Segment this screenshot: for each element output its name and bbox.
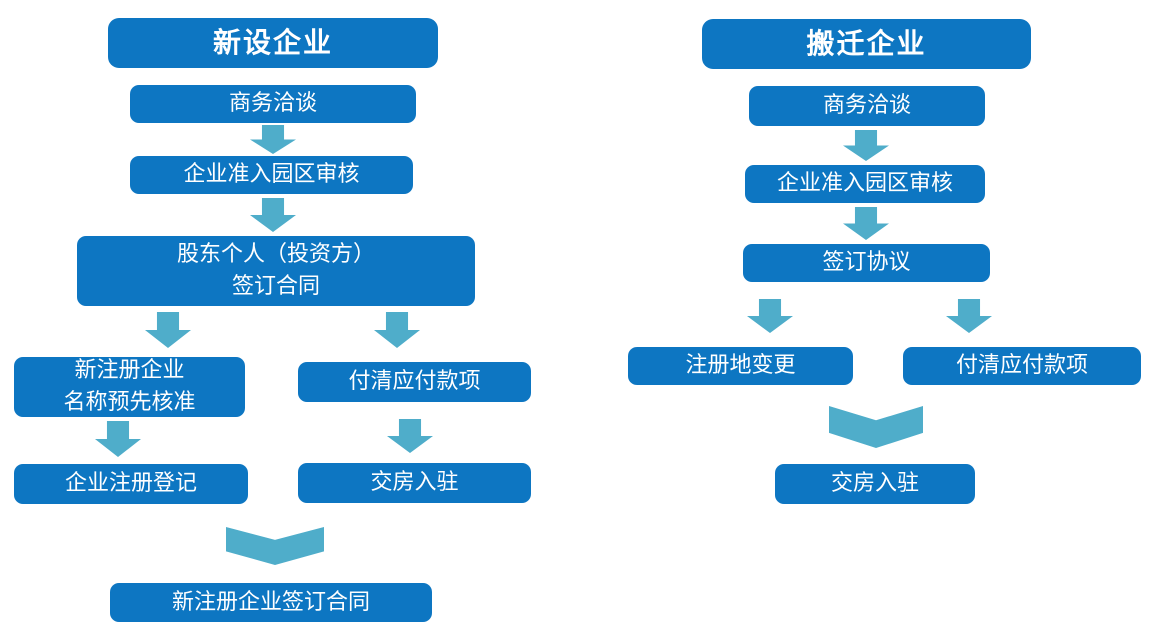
node-park-review: 企业准入园区审核 xyxy=(130,156,413,194)
down-arrow-icon xyxy=(946,299,992,333)
node-business-talk: 商务洽谈 xyxy=(749,86,985,126)
node-pay-dues: 付清应付款项 xyxy=(298,362,531,402)
node-move-in: 交房入驻 xyxy=(775,464,975,504)
down-arrow-icon xyxy=(843,130,889,161)
node-pay-dues: 付清应付款项 xyxy=(903,347,1141,385)
node-registration: 企业注册登记 xyxy=(14,464,248,504)
flow-title-relocating-enterprise: 搬迁企业 xyxy=(702,19,1031,69)
node-park-review: 企业准入园区审核 xyxy=(745,165,985,203)
node-move-in: 交房入驻 xyxy=(298,463,531,503)
down-arrow-icon xyxy=(95,421,141,457)
down-arrow-icon xyxy=(843,207,889,240)
node-name-preapproval: 新注册企业 名称预先核准 xyxy=(14,357,245,417)
merge-chevron-icon xyxy=(829,406,923,448)
node-final-contract: 新注册企业签订合同 xyxy=(110,583,432,622)
merge-chevron-icon xyxy=(226,527,324,565)
node-address-change: 注册地变更 xyxy=(628,347,853,385)
node-sign-agreement: 签订协议 xyxy=(743,244,990,282)
down-arrow-icon xyxy=(747,299,793,333)
flow-title-new-enterprise: 新设企业 xyxy=(108,18,438,68)
down-arrow-icon xyxy=(250,125,296,154)
down-arrow-icon xyxy=(250,198,296,232)
down-arrow-icon xyxy=(374,312,420,348)
node-business-talk: 商务洽谈 xyxy=(130,85,416,123)
node-shareholder-contract: 股东个人（投资方） 签订合同 xyxy=(77,236,475,306)
down-arrow-icon xyxy=(145,312,191,348)
down-arrow-icon xyxy=(387,419,433,453)
